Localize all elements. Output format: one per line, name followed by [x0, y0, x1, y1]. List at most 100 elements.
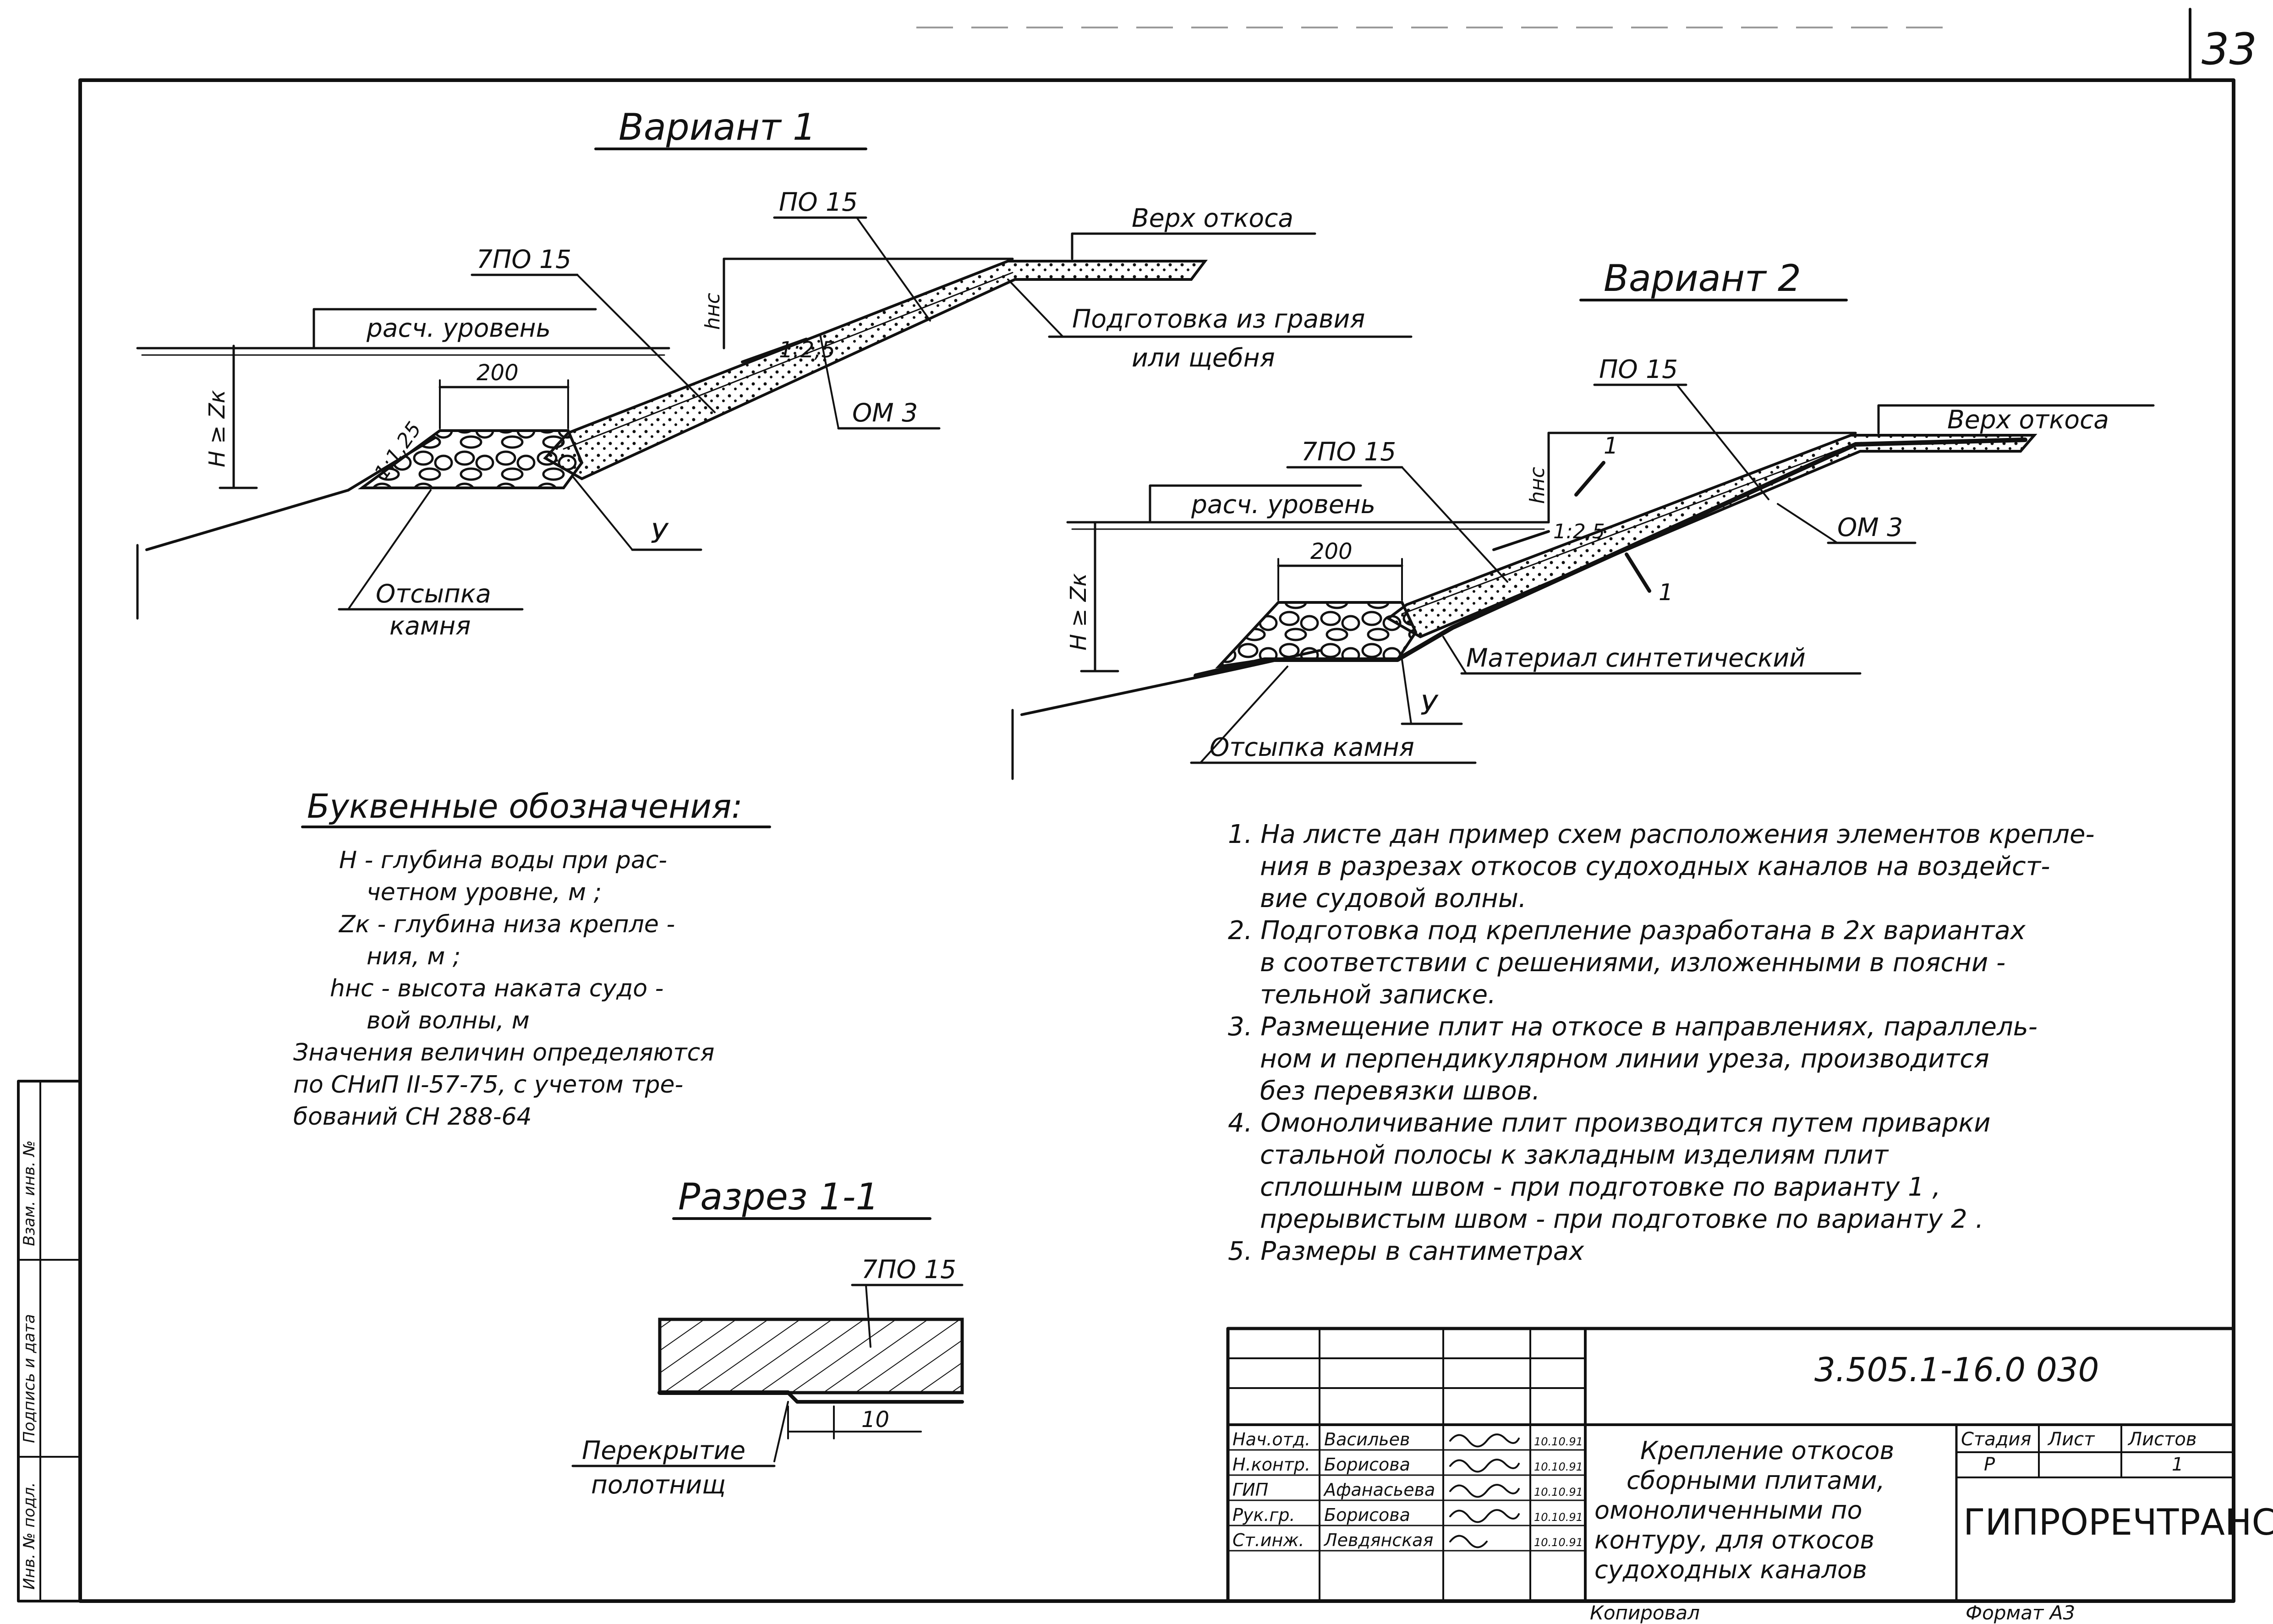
- variant-1-design-level: расч. уровень: [366, 313, 551, 343]
- section-1-1: Разрез 1-1 7ПО 15 10 Перекрытие полотнищ: [571, 1176, 964, 1499]
- variant-1-top-slope: Верх откоса: [1132, 203, 1293, 233]
- sig-role: Ст.инж.: [1232, 1530, 1304, 1550]
- variant-1-slab: [543, 260, 1208, 481]
- note-line: вие судовой волны.: [1260, 884, 1527, 913]
- variant-2-h-nc: hнс: [1526, 467, 1549, 504]
- variant-2-width-200: 200: [1310, 539, 1353, 564]
- sig-role: Рук.гр.: [1232, 1505, 1295, 1525]
- note-line: 1. На листе дан пример схем расположения…: [1228, 820, 2095, 849]
- stage-value: Р: [1984, 1454, 1995, 1475]
- note-line: в соответствии с решениями, изложенными …: [1260, 948, 2005, 978]
- variant-2-synthetic: Материал синтетический: [1466, 643, 1806, 673]
- legend-line: бований СН 288-64: [293, 1103, 532, 1131]
- variant-1-om3: ОМ 3: [852, 398, 918, 427]
- legend-line: четном уровне, м ;: [367, 879, 602, 906]
- legend-title: Буквенные обозначения:: [307, 787, 743, 826]
- variant-2-stone-toe: [1215, 601, 1418, 669]
- legend-line: Zк - глубина низа крепле -: [338, 911, 675, 938]
- doc-description: судоходных каналов: [1594, 1555, 1867, 1584]
- variant-1-drawing: Вариант 1 расч. уровень H ≥ Zк 200 1:1,2…: [136, 106, 1413, 640]
- variant-2-section-mark-top: 1: [1604, 432, 1618, 459]
- sheet-frame: 33: [78, 8, 2257, 1603]
- variant-1-prep-1: Подготовка из гравия: [1072, 304, 1365, 334]
- signature-marks: [1449, 1433, 1520, 1548]
- variant-1-po15: ПО 15: [779, 187, 858, 217]
- stage-header: Стадия: [1961, 1429, 2031, 1450]
- variant-1-prep-2: или щебня: [1132, 343, 1275, 372]
- section-dim-10: 10: [861, 1407, 889, 1433]
- doc-code: 3.505.1-16.0 030: [1814, 1351, 2099, 1389]
- section-slab-label: 7ПО 15: [861, 1255, 956, 1284]
- legend-line: по СНиП II-57-75, с учетом тре-: [293, 1071, 683, 1099]
- doc-description: омоноличенными по: [1594, 1496, 1862, 1525]
- variant-2-design-level: расч. уровень: [1191, 490, 1375, 519]
- legend-line: Значения величин определяются: [293, 1039, 714, 1066]
- section-overlap-1: Перекрытие: [582, 1436, 745, 1465]
- variant-2-drawing: Вариант 2 расч. уровень H ≥ Zк 200 hнс: [1011, 257, 2155, 780]
- sheet-header: Лист: [2047, 1429, 2095, 1450]
- note-line: сплошным швом - при подготовке по вариан…: [1260, 1172, 1940, 1202]
- legend-line: ния, м ;: [367, 943, 460, 970]
- variant-2-node: У: [1420, 689, 1439, 722]
- stamp-signature: Подпись и дата: [20, 1314, 38, 1443]
- variant-2-stone: Отсыпка камня: [1210, 733, 1414, 762]
- variant-2-po15: ПО 15: [1599, 355, 1678, 384]
- sig-name: Борисова: [1324, 1454, 1410, 1475]
- variant-2-top-slope: Верх откоса: [1947, 405, 2109, 434]
- note-line: 5. Размеры в сантиметрах: [1228, 1236, 1584, 1266]
- sig-name: Левдянская: [1323, 1530, 1433, 1550]
- format-label: Формат А3: [1966, 1602, 2075, 1624]
- note-line: 2. Подготовка под крепление разработана …: [1228, 916, 2026, 946]
- sig-date: 10.10.91: [1534, 1511, 1583, 1524]
- variant-1-stone-1: Отсыпка: [376, 579, 491, 608]
- variant-2-tpo15: 7ПО 15: [1301, 437, 1396, 466]
- note-line: без перевязки швов.: [1260, 1076, 1540, 1106]
- section-title: Разрез 1-1: [678, 1176, 879, 1218]
- note-line: стальной полосы к закладным изделиям пли…: [1260, 1140, 1889, 1170]
- legend-line: hнс - высота наката судо -: [330, 975, 663, 1002]
- stamp-inventory: Инв. № подл.: [20, 1482, 38, 1590]
- legend-line: вой волны, м: [367, 1007, 530, 1034]
- variant-1-width-200: 200: [477, 360, 519, 386]
- note-line: ном и перпендикулярном линии уреза, прои…: [1260, 1044, 1989, 1074]
- variant-2-title: Вариант 2: [1604, 257, 1801, 300]
- section-overlap-2: полотнищ: [591, 1470, 726, 1499]
- sig-role: Нач.отд.: [1232, 1429, 1310, 1449]
- sheets-header: Листов: [2127, 1429, 2196, 1450]
- variant-1-title: Вариант 1: [619, 106, 816, 148]
- legend-block: Буквенные обозначения: H - глубина воды …: [293, 787, 771, 1131]
- variant-2-section-mark-bottom: 1: [1659, 579, 1673, 606]
- sig-name: Васильев: [1324, 1429, 1410, 1449]
- stamp-replace: Взам. инв. №: [20, 1140, 38, 1246]
- section-slab: [658, 1318, 964, 1394]
- legend-line: H - глубина воды при рас-: [339, 847, 667, 874]
- copied-label: Копировал: [1590, 1602, 1700, 1624]
- doc-description: Крепление откосов: [1640, 1436, 1894, 1465]
- variant-1-h-nc: hнс: [701, 293, 724, 330]
- variant-1-h-zk: H ≥ Zк: [204, 390, 230, 467]
- left-stamp-strip: Инв. № подл. Подпись и дата Взам. инв. №: [17, 1080, 82, 1602]
- sig-date: 10.10.91: [1534, 1460, 1583, 1473]
- page-number: 33: [2202, 24, 2257, 75]
- doc-description: контуру, для откосов: [1594, 1526, 1874, 1554]
- sig-date: 10.10.91: [1534, 1536, 1583, 1549]
- notes-block: 1. На листе дан пример схем расположения…: [1228, 820, 2095, 1266]
- variant-2-slab: [1386, 434, 2037, 639]
- note-line: тельной записке.: [1260, 980, 1496, 1010]
- title-block: Нач.отд. Васильев 10.10.91 Н.контр. Бори…: [1226, 1327, 2273, 1624]
- sig-name: Борисова: [1324, 1505, 1410, 1525]
- sig-date: 10.10.91: [1534, 1486, 1583, 1498]
- sig-date: 10.10.91: [1534, 1435, 1583, 1448]
- variant-2-om3: ОМ 3: [1837, 513, 1903, 542]
- org-name: ГИПРОРЕЧТРАНС: [1963, 1502, 2273, 1543]
- doc-description: сборными плитами,: [1627, 1466, 1885, 1495]
- sig-name: Афанасьева: [1323, 1480, 1435, 1500]
- variant-1-tpo15: 7ПО 15: [477, 245, 571, 274]
- variant-2-h-zk: H ≥ Zк: [1066, 573, 1091, 651]
- sheets-value: 1: [2172, 1454, 2183, 1475]
- variant-2-slope: 1:2,5: [1553, 520, 1605, 543]
- note-line: 3. Размещение плит на откосе в направлен…: [1228, 1012, 2037, 1042]
- variant-1-slope: 1:2,5: [779, 337, 835, 363]
- note-line: ния в разрезах откосов судоходных канало…: [1260, 852, 2050, 881]
